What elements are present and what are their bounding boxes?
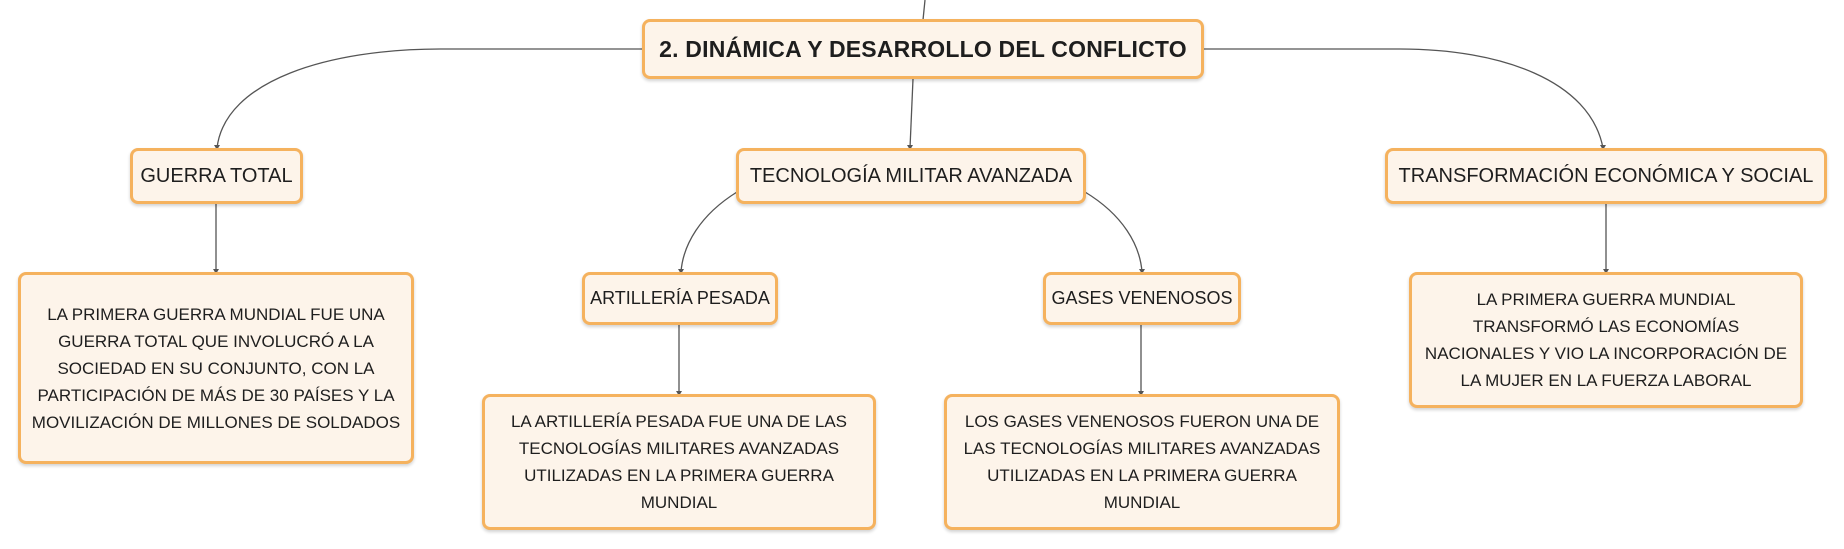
arrowhead-guerra-total (214, 145, 220, 150)
subtopic-node-gases[interactable]: GASES VENENOSOS (1043, 272, 1241, 325)
arrowhead-gases (1139, 269, 1145, 274)
topic-node-label: TECNOLOGÍA MILITAR AVANZADA (749, 164, 1073, 187)
detail-node-text: LOS GASES VENENOSOS FUERON UNA DE LAS TE… (963, 412, 1321, 512)
connector-root-to-guerra-total (216, 48, 643, 149)
arrowhead-guerra-total-detail (213, 269, 219, 274)
detail-node-artilleria[interactable]: LA ARTILLERÍA PESADA FUE UNA DE LAS TECN… (482, 394, 876, 530)
detail-node-transformacion[interactable]: LA PRIMERA GUERRA MUNDIAL TRANSFORMÓ LAS… (1409, 272, 1803, 408)
topic-node-guerra-total[interactable]: GUERRA TOTAL (130, 148, 303, 204)
subtopic-node-artilleria[interactable]: ARTILLERÍA PESADA (582, 272, 778, 325)
topic-node-label: GUERRA TOTAL (140, 164, 293, 187)
detail-node-gases[interactable]: LOS GASES VENENOSOS FUERON UNA DE LAS TE… (944, 394, 1340, 530)
arrowhead-tecnologia (907, 145, 913, 150)
detail-node-text: LA ARTILLERÍA PESADA FUE UNA DE LAS TECN… (510, 412, 848, 512)
topic-node-tecnologia-militar[interactable]: TECNOLOGÍA MILITAR AVANZADA (736, 148, 1086, 204)
arrowhead-artilleria (678, 269, 684, 274)
connector-root-to-transformacion (1204, 48, 1604, 149)
root-node-label: 2. DINÁMICA Y DESARROLLO DEL CONFLICTO (659, 35, 1187, 62)
topic-node-label: TRANSFORMACIÓN ECONÓMICA Y SOCIAL (1398, 164, 1814, 187)
arrowhead-transformacion-detail (1603, 269, 1609, 274)
arrowhead-artilleria-detail (676, 391, 682, 396)
root-node[interactable]: 2. DINÁMICA Y DESARROLLO DEL CONFLICTO (642, 19, 1204, 79)
detail-node-guerra-total[interactable]: LA PRIMERA GUERRA MUNDIAL FUE UNA GUERRA… (18, 272, 414, 464)
connector-tecnologia-to-gases (1084, 191, 1143, 273)
connector-parent-to-root (922, 0, 926, 21)
arrowhead-transformacion (1600, 145, 1606, 150)
subtopic-node-label: ARTILLERÍA PESADA (590, 288, 770, 308)
detail-node-text: LA PRIMERA GUERRA MUNDIAL FUE UNA GUERRA… (31, 304, 401, 432)
topic-node-transformacion[interactable]: TRANSFORMACIÓN ECONÓMICA Y SOCIAL (1385, 148, 1827, 204)
connector-tecnologia-to-artilleria (680, 191, 738, 273)
detail-node-text: LA PRIMERA GUERRA MUNDIAL TRANSFORMÓ LAS… (1424, 290, 1788, 390)
arrowhead-gases-detail (1138, 391, 1144, 396)
connector-root-to-tecnologia (909, 78, 914, 149)
subtopic-node-label: GASES VENENOSOS (1051, 288, 1233, 308)
